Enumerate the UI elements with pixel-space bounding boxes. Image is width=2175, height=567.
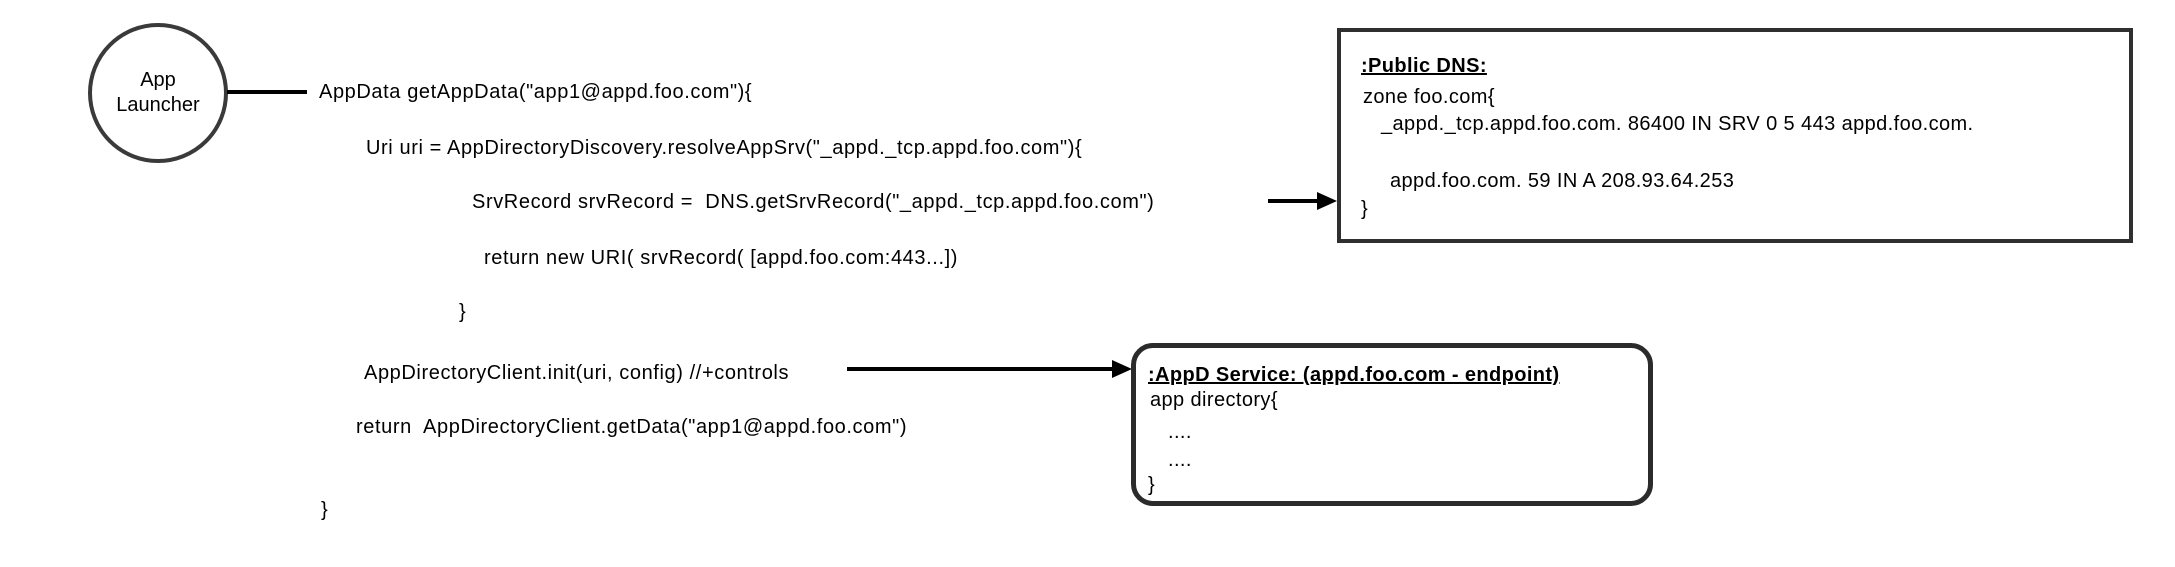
dns-zone-line: zone foo.com{ — [1363, 86, 1495, 108]
public-dns-title: :Public DNS: — [1361, 55, 1487, 77]
code-line-return-new-uri: return new URI( srvRecord( [appd.foo.com… — [484, 247, 959, 269]
appd-service-title: :AppD Service: (appd.foo.com - endpoint) — [1148, 364, 1560, 386]
arrowhead-icon — [1317, 192, 1337, 210]
appd-close-brace: } — [1148, 474, 1156, 496]
code-line-getappdata: AppData getAppData("app1@appd.foo.com"){ — [319, 81, 753, 103]
appd-dots-line: .... — [1168, 449, 1192, 471]
appd-service-box: :AppD Service: (appd.foo.com - endpoint)… — [1131, 343, 1653, 506]
launcher-connector-line — [227, 90, 307, 94]
dns-srv-record-line: _appd._tcp.appd.foo.com. 86400 IN SRV 0 … — [1381, 113, 1974, 135]
dns-close-brace: } — [1361, 198, 1369, 220]
app-launcher-node: App Launcher — [88, 23, 228, 163]
code-line-resolveappsrv: Uri uri = AppDirectoryDiscovery.resolveA… — [366, 137, 1083, 159]
app-launcher-label: App Launcher — [116, 69, 200, 116]
code-line-return-getdata: return AppDirectoryClient.getData("app1@… — [356, 416, 908, 438]
code-line-client-init: AppDirectoryClient.init(uri, config) //+… — [364, 362, 790, 384]
code-line-getsrvrecord: SrvRecord srvRecord = DNS.getSrvRecord("… — [472, 191, 1155, 213]
code-line-outer-close-brace: } — [321, 499, 329, 521]
appd-dots-line: .... — [1168, 421, 1192, 443]
arrowhead-icon — [1112, 360, 1132, 378]
public-dns-box: :Public DNS: zone foo.com{ _appd._tcp.ap… — [1337, 28, 2133, 243]
appd-directory-line: app directory{ — [1150, 389, 1278, 411]
dns-a-record-line: appd.foo.com. 59 IN A 208.93.64.253 — [1390, 170, 1735, 192]
code-line-inner-close-brace: } — [459, 301, 467, 323]
